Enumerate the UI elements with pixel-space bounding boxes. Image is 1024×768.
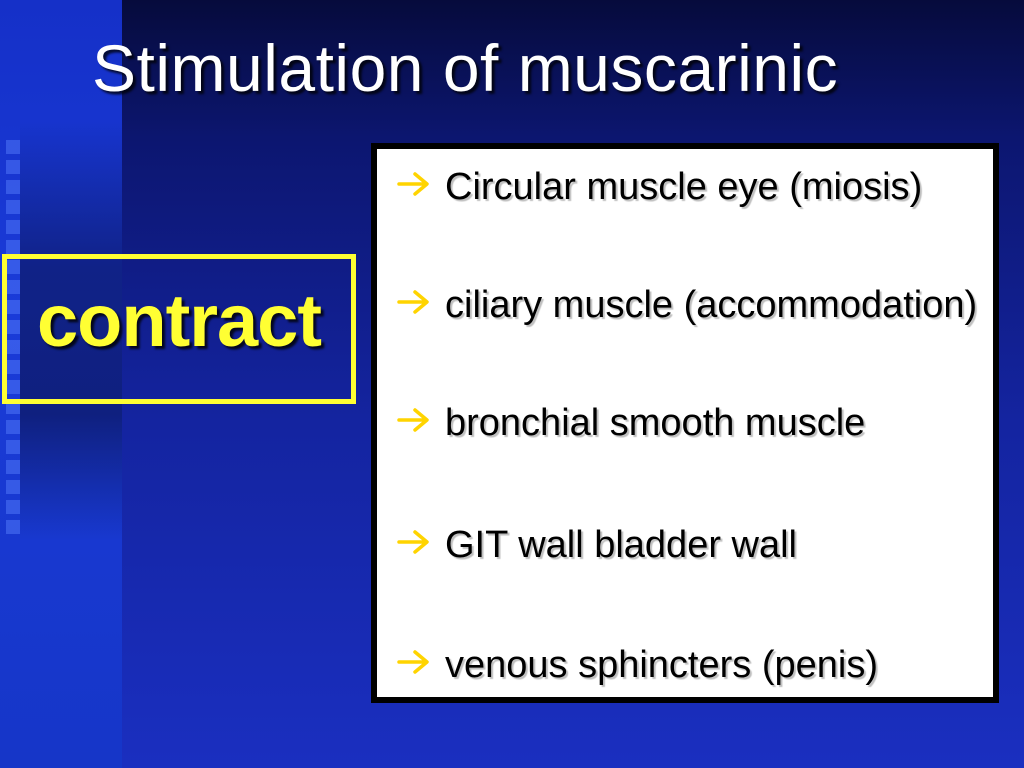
list-item: GIT wall bladder wall (377, 521, 987, 569)
list-item-text: bronchial smooth muscle (445, 402, 866, 444)
right-arrow-icon (377, 281, 445, 329)
effects-list-panel: Circular muscle eye (miosis) ciliary mus… (371, 143, 999, 703)
list-item-text: GIT wall bladder wall (445, 524, 798, 566)
slide-title: Stimulation of muscarinic (92, 31, 839, 105)
list-item: Circular muscle eye (miosis) (377, 163, 987, 211)
contract-callout-text: contract (37, 278, 322, 362)
right-arrow-icon (377, 399, 445, 447)
left-decor-shade (20, 120, 122, 540)
list-item-text: ciliary muscle (accommodation) (445, 284, 978, 326)
left-decor-squares (6, 140, 24, 534)
right-arrow-icon (377, 163, 445, 211)
list-item: bronchial smooth muscle (377, 399, 987, 447)
right-arrow-icon (377, 641, 445, 689)
contract-callout-box: contract (2, 254, 356, 404)
right-arrow-icon (377, 521, 445, 569)
list-item-text: Circular muscle eye (miosis) (445, 166, 923, 208)
list-item: ciliary muscle (accommodation) (377, 281, 987, 329)
list-item-text: venous sphincters (penis) (445, 644, 878, 686)
list-item: venous sphincters (penis) (377, 641, 987, 689)
